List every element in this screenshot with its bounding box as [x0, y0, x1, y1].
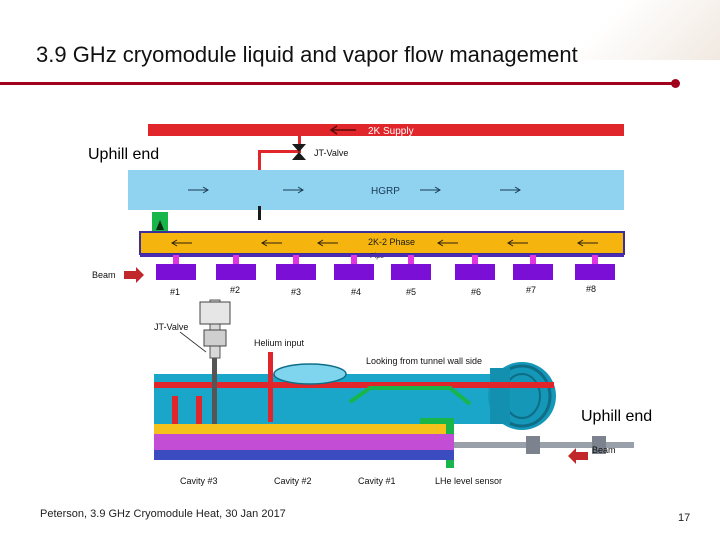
- cavity-block: [513, 264, 553, 280]
- helium-input-label: Helium input: [254, 338, 305, 348]
- jt-valve-leader: [179, 331, 207, 353]
- beam-label: Beam: [92, 270, 116, 280]
- supply-arrow: [329, 125, 356, 135]
- hgrp-pipe: [128, 170, 624, 210]
- uphill-end-bottom-label: Uphill end: [581, 408, 653, 425]
- helium-left-riser: [172, 396, 178, 440]
- cavity-label: Cavity #1: [358, 476, 396, 486]
- hgrp-flow-arrows: [188, 186, 521, 194]
- flow-schematic: 2K Supply JT-Valve HGRP 2K-2 Phase Pipe …: [92, 124, 625, 297]
- beam-pipe-flange: [592, 436, 606, 454]
- supply-line: [148, 124, 624, 136]
- uphill-arrow-head: [156, 220, 164, 230]
- helium-input-pipe: [268, 352, 273, 422]
- beam-arrow: [568, 448, 588, 464]
- jt-valve-actuator: [199, 301, 231, 325]
- access-port: [273, 363, 347, 385]
- cavity-block: [575, 264, 615, 280]
- uphill-end-top-label: Uphill end: [88, 146, 160, 163]
- beamline: [140, 254, 624, 257]
- cavity-number: #1: [170, 287, 180, 297]
- cavity-number: #6: [471, 287, 481, 297]
- cavity-block: [276, 264, 316, 280]
- lhe-pipe: [348, 386, 472, 406]
- level-sensor-label: LHe level sensor: [435, 476, 502, 486]
- corner-decoration: [520, 0, 720, 60]
- cavity-string: [154, 434, 454, 454]
- hgrp-label: HGRP: [371, 186, 400, 197]
- jt-valve-symbol: [292, 144, 306, 160]
- beam-arrow: [124, 267, 144, 283]
- cavity-block: [216, 264, 256, 280]
- cavity-number: #8: [586, 284, 596, 294]
- cavity-connector: [293, 255, 299, 266]
- beam-pipe-right: [454, 442, 634, 448]
- cavity-string-base: [154, 450, 454, 460]
- supply-horizontal-pipe: [258, 150, 301, 153]
- cavity-number: #3: [291, 287, 301, 297]
- two-phase-label: 2K-2 Phase: [368, 237, 415, 247]
- helium-riser-2: [196, 396, 202, 440]
- cavity-number: #2: [230, 285, 240, 295]
- cavity-connector: [408, 255, 414, 266]
- jt-valve-label: JT-Valve: [154, 322, 188, 332]
- beam-label: Beam: [592, 445, 616, 455]
- cryomodule-model: Beam JT-Valve Helium input Looking from …: [154, 299, 634, 486]
- beam-pipe-flange: [526, 436, 540, 454]
- jt-valve-label: JT-Valve: [314, 148, 348, 158]
- cavity-connector: [530, 255, 536, 266]
- cavity-block: [156, 264, 196, 280]
- cavity-connector: [592, 255, 598, 266]
- slide-title: 3.9 GHz cryomodule liquid and vapor flow…: [36, 42, 578, 67]
- cavity-number: #5: [406, 287, 416, 297]
- title-rule-dot: [671, 79, 680, 88]
- end-bellows: [490, 368, 510, 424]
- connection-riser: [258, 206, 261, 220]
- cavity-connector: [351, 255, 357, 266]
- cavity-connector: [173, 255, 179, 266]
- cavity-label: Cavity #3: [180, 476, 218, 486]
- supply-pipe: [154, 382, 554, 388]
- cavity-block: [391, 264, 431, 280]
- jt-valve-drop: [212, 358, 217, 438]
- cavity-row: [156, 255, 615, 280]
- jt-valve-body: [203, 329, 227, 347]
- cavity-connector: [472, 255, 478, 266]
- cavity-number: #4: [351, 287, 361, 297]
- cavity-number-labels: #1 #2 #3 #4 #5 #6 #7 #8: [170, 284, 596, 297]
- title-rule: [0, 82, 676, 85]
- cavity-connector: [233, 255, 239, 266]
- two-phase-pipe-3d: [154, 424, 446, 434]
- cavity-block: [455, 264, 495, 280]
- footer-citation: Peterson, 3.9 GHz Cryomodule Heat, 30 Ja…: [40, 508, 286, 520]
- page-number: 17: [678, 512, 691, 524]
- supply-label: 2K Supply: [368, 126, 414, 137]
- cavity-label: Cavity #2: [274, 476, 312, 486]
- tunnel-wall-label: Looking from tunnel wall side: [366, 356, 482, 366]
- two-phase-flow-arrows: [171, 239, 598, 247]
- cavity-block: [334, 264, 374, 280]
- cavity-number: #7: [526, 285, 536, 295]
